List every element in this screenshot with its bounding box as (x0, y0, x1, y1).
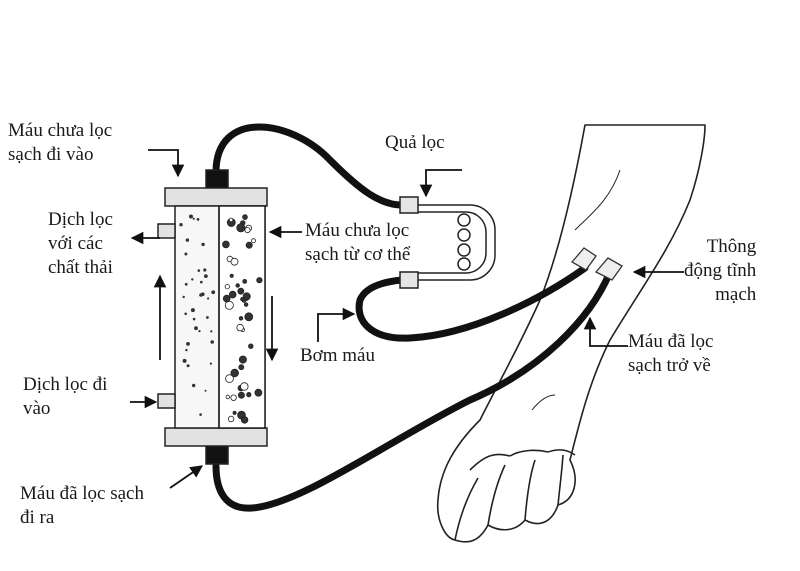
fluid-particle (201, 242, 205, 247)
fluid-particle (192, 317, 196, 321)
blood-tubes (212, 123, 614, 512)
arrow-pump (317, 307, 356, 342)
fluid-particles (179, 214, 216, 416)
fluid-particle (194, 326, 198, 331)
blood-particle (243, 302, 249, 307)
blood-particle (238, 364, 245, 371)
blood-particle (256, 277, 263, 284)
tube-from-arm-to-pump (355, 264, 589, 342)
blood-particle (227, 415, 235, 423)
blood-particles (222, 214, 263, 424)
fluid-particle (191, 278, 194, 281)
fluid-particle (211, 290, 216, 295)
blood-particle (242, 278, 248, 284)
label-blood-pump: Bơm máu (300, 345, 375, 366)
blood-particle (224, 300, 234, 310)
blood-particle (238, 355, 247, 364)
blood-particle (236, 223, 246, 233)
blood-particle (248, 343, 254, 349)
blood-particle (242, 292, 251, 301)
tube-to-filter-top (212, 123, 406, 209)
fluid-particle (186, 342, 190, 346)
blood-particle (244, 227, 251, 234)
fluid-particle (203, 268, 207, 272)
pointer-arrows (130, 149, 684, 489)
tube-return-to-arm (212, 268, 614, 512)
blood-particle (230, 257, 239, 266)
fluid-particle (185, 348, 188, 352)
fluid-particle (210, 340, 214, 344)
fluid-particle (182, 358, 187, 363)
blood-particle (230, 394, 237, 401)
blood-particle (240, 382, 249, 391)
fluid-particle (199, 293, 203, 297)
fluid-particle (184, 282, 188, 286)
fluid-particle (190, 308, 195, 313)
fluid-particle (196, 218, 200, 221)
fluid-particle (209, 362, 212, 365)
arrow-filter (419, 169, 462, 198)
fluid-particle (179, 223, 183, 227)
blood-particle (237, 287, 245, 295)
blood-particle (241, 298, 247, 303)
fluid-particle (210, 330, 213, 333)
arrow-unfiltered-in (148, 149, 185, 178)
blood-particle (228, 217, 234, 223)
label-filter: Quả lọc (385, 132, 445, 153)
blood-particle (225, 394, 230, 400)
blood-particle (236, 323, 244, 332)
blood-particle (222, 294, 231, 303)
blood-particle (224, 284, 230, 290)
fluid-particle (192, 217, 195, 220)
fluid-particle (182, 295, 185, 299)
fluid-particle (200, 280, 203, 284)
filter-unit (399, 196, 496, 289)
blood-particle (245, 241, 253, 249)
fluid-particle (204, 274, 208, 278)
blood-particle (238, 316, 244, 321)
blood-particle (235, 283, 240, 288)
fluid-particle (192, 383, 196, 388)
arrow-returned (583, 316, 628, 347)
blood-particle (229, 273, 234, 278)
fluid-particle (184, 252, 188, 256)
blood-particle (232, 410, 237, 415)
fluid-particle (189, 214, 193, 219)
fluid-particle (204, 389, 207, 392)
blood-particle (242, 214, 248, 220)
blood-particle (237, 391, 245, 399)
fluid-particle (184, 312, 187, 316)
fluid-particle (206, 316, 209, 319)
blood-particle (251, 238, 256, 244)
fluid-particle (207, 297, 210, 300)
blood-particle (254, 388, 263, 397)
fluid-particle (198, 330, 201, 333)
arrow-filtered-out (169, 465, 204, 489)
blood-particle (225, 374, 234, 383)
fluid-particle (197, 269, 201, 272)
blood-particle (230, 368, 239, 378)
fluid-particle (199, 413, 202, 416)
flow-arrows (153, 274, 279, 362)
blood-particle (244, 312, 254, 322)
fluid-particle (185, 238, 190, 242)
blood-particle (222, 240, 230, 249)
blood-particle (246, 391, 252, 398)
fluid-particle (186, 364, 190, 368)
blood-particle (228, 290, 237, 299)
blood-particle (240, 416, 249, 424)
needle-connectors (570, 247, 623, 281)
